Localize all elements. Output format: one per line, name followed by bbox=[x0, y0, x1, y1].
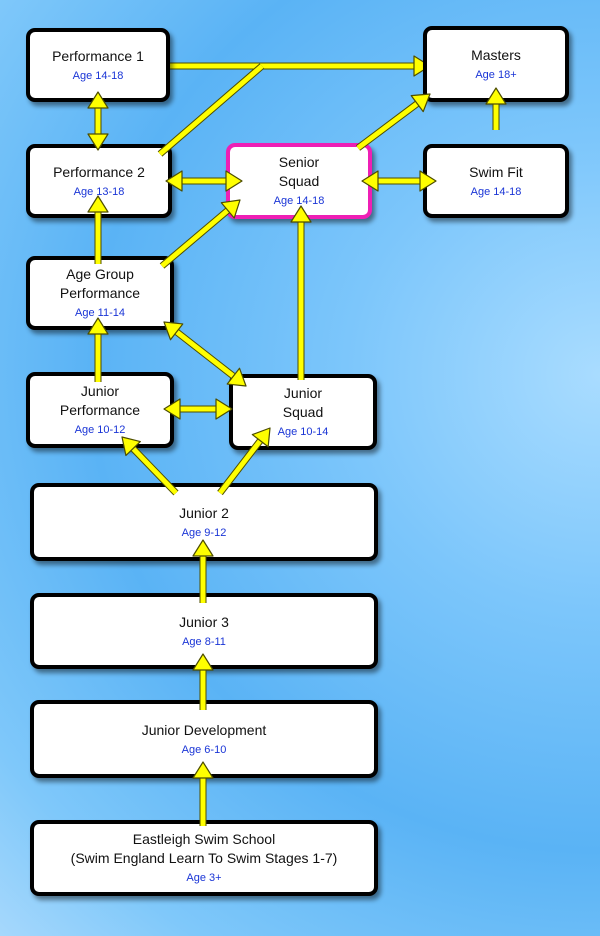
node-title: Junior Squad bbox=[282, 385, 324, 420]
node-age: Age 18+ bbox=[475, 68, 517, 81]
node-title: Performance 2 bbox=[53, 163, 145, 180]
node-title: Eastleigh Swim School (Swim England Lear… bbox=[70, 831, 338, 866]
node-junior-squad: Junior Squad Age 10-14 bbox=[229, 374, 377, 450]
node-title: Performance 1 bbox=[52, 47, 144, 64]
arrowhead bbox=[413, 55, 431, 77]
node-title: Age Group Performance bbox=[59, 266, 141, 301]
node-age: Age 8-11 bbox=[182, 635, 226, 648]
node-age: Age 6-10 bbox=[181, 743, 227, 756]
node-age: Age 14-18 bbox=[470, 185, 522, 198]
node-performance-1: Performance 1 Age 14-18 bbox=[26, 28, 170, 102]
node-performance-2: Performance 2 Age 13-18 bbox=[26, 144, 172, 218]
node-title: Junior Performance bbox=[59, 383, 141, 418]
node-swim-school: Eastleigh Swim School (Swim England Lear… bbox=[30, 820, 378, 896]
node-age: Age 10-12 bbox=[74, 424, 126, 436]
node-age: Age 14-18 bbox=[72, 69, 124, 82]
node-title: Masters bbox=[471, 46, 521, 63]
node-age: Age 3+ bbox=[186, 872, 222, 884]
node-age: Age 14-18 bbox=[273, 195, 325, 207]
node-age: Age 13-18 bbox=[73, 185, 125, 198]
node-senior-squad: Senior Squad Age 14-18 bbox=[226, 143, 372, 219]
node-title: Swim Fit bbox=[469, 163, 523, 180]
node-title: Junior Development bbox=[141, 721, 267, 738]
node-age-group-performance: Age Group Performance Age 11-14 bbox=[26, 256, 174, 330]
node-junior-3: Junior 3 Age 8-11 bbox=[30, 593, 378, 669]
node-junior-2: Junior 2 Age 9-12 bbox=[30, 483, 378, 561]
node-title: Junior 2 bbox=[179, 504, 229, 521]
node-age: Age 11-14 bbox=[75, 307, 125, 319]
node-junior-performance: Junior Performance Age 10-12 bbox=[26, 372, 174, 448]
node-age: Age 10-14 bbox=[277, 426, 329, 438]
node-age: Age 9-12 bbox=[181, 526, 227, 539]
arrow-performance1-to-masters bbox=[160, 55, 431, 77]
node-title: Junior 3 bbox=[179, 613, 229, 630]
node-title: Senior Squad bbox=[278, 154, 320, 189]
node-swim-fit: Swim Fit Age 14-18 bbox=[423, 144, 569, 218]
node-masters: Masters Age 18+ bbox=[423, 26, 569, 102]
node-junior-development: Junior Development Age 6-10 bbox=[30, 700, 378, 778]
